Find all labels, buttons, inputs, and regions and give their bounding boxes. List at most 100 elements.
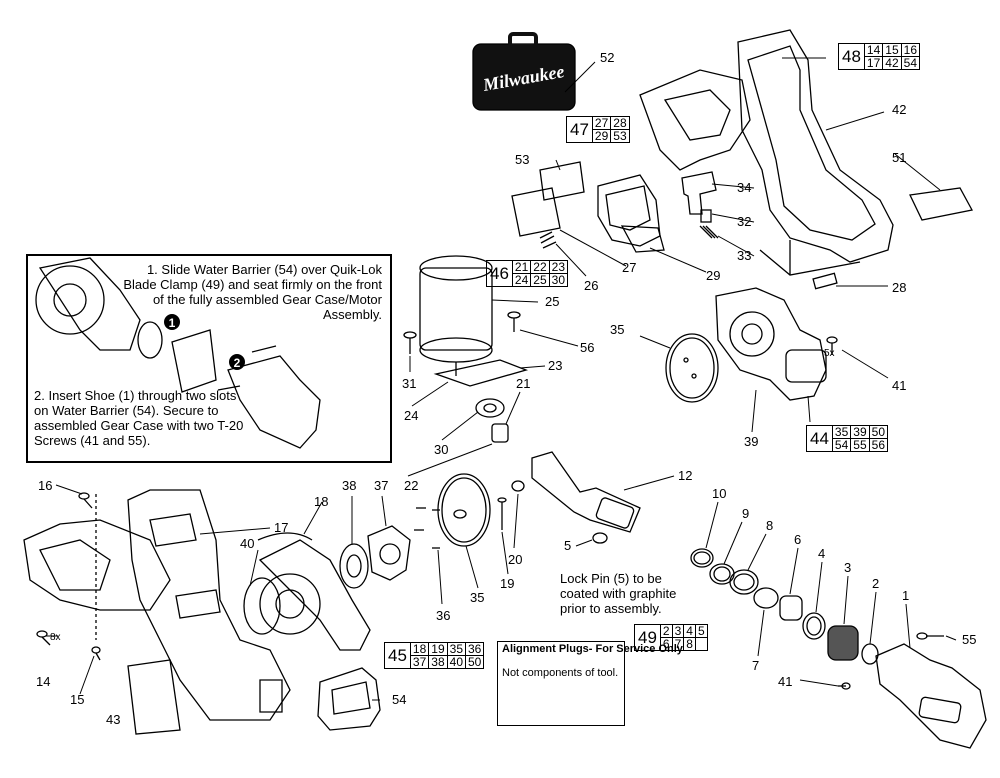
callout-35-bottom: 35 xyxy=(470,590,484,605)
kit-cell: 36 xyxy=(464,642,485,656)
callout-35: 35 xyxy=(610,322,624,337)
kit-cell: 40 xyxy=(446,655,467,669)
gear-35-top xyxy=(665,333,719,403)
leader-lines xyxy=(46,57,957,701)
inset-marker-1: 1 xyxy=(169,316,176,330)
ring-2 xyxy=(861,643,879,665)
kit-cell: 27 xyxy=(591,116,612,130)
kit-cell: 4 xyxy=(683,624,696,638)
callout-24: 24 xyxy=(404,408,418,423)
kit-cell: 14 xyxy=(863,43,884,57)
gear-35-bottom xyxy=(437,473,491,547)
screw-41-top xyxy=(826,336,838,355)
callout-52: 52 xyxy=(600,50,614,65)
inset-step-2: 2. Insert Shoe (1) through two slots on … xyxy=(34,388,244,448)
kit-44-main: 44 xyxy=(806,425,833,452)
lock-pin xyxy=(592,532,608,544)
kit-cell: 54 xyxy=(900,56,921,70)
spring-8 xyxy=(729,569,759,595)
callout-41: 41 xyxy=(892,378,906,393)
callout-36: 36 xyxy=(436,608,450,623)
callout-34: 34 xyxy=(737,180,751,195)
switch-assembly xyxy=(511,161,719,253)
kit-cell: 38 xyxy=(428,655,448,669)
callout-41-bottom: 41 xyxy=(778,674,792,689)
kit-46: 46 21 22 23 24 25 30 xyxy=(486,260,569,287)
callout-18: 18 xyxy=(314,494,328,509)
alignment-title: Alignment Plugs- For Service Only xyxy=(502,643,683,655)
collar-3 xyxy=(827,625,859,661)
callout-7: 7 xyxy=(752,658,759,673)
gasket-37 xyxy=(367,525,411,581)
kit-cell: 30 xyxy=(548,273,569,287)
kit-cell: 8 xyxy=(683,637,696,651)
assembly-inset xyxy=(26,254,392,463)
callout-37: 37 xyxy=(374,478,388,493)
callout-1: 1 xyxy=(902,588,909,603)
lock-pin-note: Lock Pin (5) to be coated with graphite … xyxy=(560,571,677,616)
callout-38: 38 xyxy=(342,478,356,493)
callout-40: 40 xyxy=(240,536,254,551)
pinion-22 xyxy=(491,423,509,443)
kit-cell: 53 xyxy=(610,129,630,143)
alignment-plugs-box xyxy=(497,641,625,726)
callout-22: 22 xyxy=(404,478,418,493)
kit-cell: 50 xyxy=(868,425,889,439)
kit-46-main: 46 xyxy=(486,260,513,287)
kit-cell: 28 xyxy=(610,116,630,130)
callout-54: 54 xyxy=(392,692,406,707)
kit-cell: 2 xyxy=(659,624,673,638)
pin-19 xyxy=(497,497,507,530)
kit-45-main: 45 xyxy=(384,642,411,669)
kit-47: 47 27 28 29 53 xyxy=(566,116,630,143)
screw-56 xyxy=(507,311,521,332)
qty-8x: 8x xyxy=(50,632,61,643)
callout-5: 5 xyxy=(564,538,571,553)
kit-cell: 6 xyxy=(659,637,673,651)
kit-cell: 39 xyxy=(850,425,870,439)
kit-cell: 16 xyxy=(900,43,921,57)
callout-19: 19 xyxy=(500,576,514,591)
gear-case-lower xyxy=(243,532,371,651)
screw-14 xyxy=(36,630,51,646)
gear-case xyxy=(715,287,827,401)
callout-42: 42 xyxy=(892,102,906,117)
kit-cell: 15 xyxy=(882,43,902,57)
callout-10: 10 xyxy=(712,486,726,501)
kit-cell xyxy=(694,637,708,651)
alignment-subtitle: Not components of tool. xyxy=(502,667,619,679)
callout-16: 16 xyxy=(38,478,52,493)
bearing-30 xyxy=(475,398,505,418)
kit-cell: 22 xyxy=(530,260,550,274)
callout-32: 32 xyxy=(737,214,751,229)
callout-27: 27 xyxy=(622,260,636,275)
kit-44: 44 35 39 50 54 55 56 xyxy=(806,425,889,452)
kit-cell: 7 xyxy=(671,637,685,651)
kit-cell: 35 xyxy=(446,642,467,656)
kit-cell: 24 xyxy=(511,273,532,287)
callout-26: 26 xyxy=(584,278,598,293)
kit-cell: 5 xyxy=(694,624,708,638)
callout-43: 43 xyxy=(106,712,120,727)
callout-39: 39 xyxy=(744,434,758,449)
callout-14: 14 xyxy=(36,674,50,689)
kit-47-main: 47 xyxy=(566,116,593,143)
kit-48: 48 14 15 16 17 42 54 xyxy=(838,43,921,70)
callout-9: 9 xyxy=(742,506,749,521)
inset-marker-2: 2 xyxy=(234,356,241,370)
callout-8: 8 xyxy=(766,518,773,533)
callout-12: 12 xyxy=(678,468,692,483)
kit-cell: 42 xyxy=(882,56,902,70)
part-7 xyxy=(753,587,779,609)
kit-49-main: 49 xyxy=(634,624,661,651)
callout-3: 3 xyxy=(844,560,851,575)
callout-25: 25 xyxy=(545,294,559,309)
callout-6: 6 xyxy=(794,532,801,547)
ring-4 xyxy=(802,612,826,640)
callout-23: 23 xyxy=(548,358,562,373)
callout-53: 53 xyxy=(515,152,529,167)
callout-33: 33 xyxy=(737,248,751,263)
label-sticker xyxy=(909,187,973,221)
kit-cell: 29 xyxy=(591,129,612,143)
screw-41-bottom xyxy=(838,682,851,690)
